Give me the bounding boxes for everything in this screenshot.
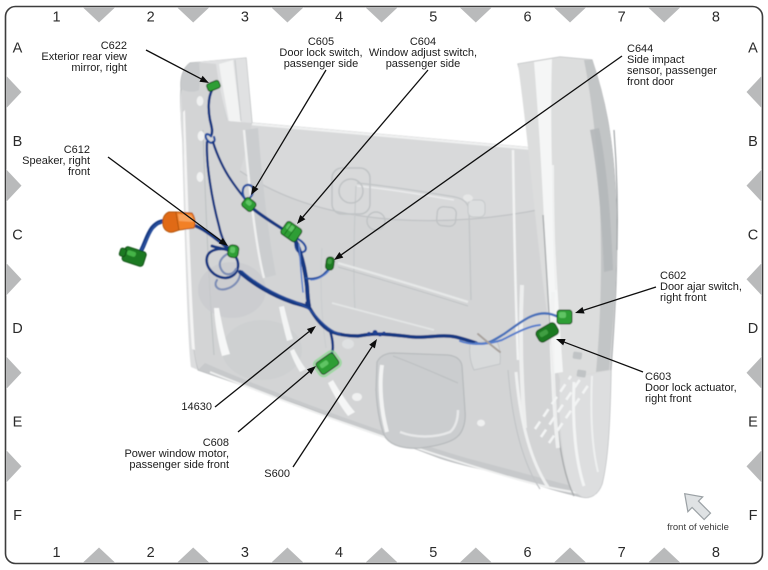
- svg-text:2: 2: [147, 545, 155, 561]
- svg-text:D: D: [748, 321, 758, 337]
- svg-text:A: A: [748, 41, 758, 57]
- svg-text:B: B: [13, 134, 23, 150]
- svg-text:5: 5: [429, 545, 437, 561]
- svg-text:4: 4: [335, 545, 343, 561]
- svg-text:D: D: [12, 321, 22, 337]
- svg-text:6: 6: [523, 545, 531, 561]
- svg-text:5: 5: [429, 10, 437, 26]
- svg-text:8: 8: [712, 545, 720, 561]
- svg-text:1: 1: [52, 10, 60, 26]
- svg-text:2: 2: [147, 10, 155, 26]
- svg-text:8: 8: [712, 10, 720, 26]
- svg-text:C: C: [12, 228, 22, 244]
- svg-text:front of vehicle: front of vehicle: [667, 522, 729, 533]
- svg-text:3: 3: [241, 545, 249, 561]
- svg-text:F: F: [13, 508, 22, 524]
- svg-text:7: 7: [618, 545, 626, 561]
- svg-text:A: A: [13, 41, 23, 57]
- svg-text:F: F: [749, 508, 758, 524]
- svg-text:7: 7: [618, 10, 626, 26]
- svg-text:3: 3: [241, 10, 249, 26]
- svg-text:S600: S600: [264, 468, 290, 480]
- svg-text:C: C: [748, 228, 758, 244]
- svg-text:B: B: [748, 134, 758, 150]
- svg-text:E: E: [13, 415, 23, 431]
- svg-text:14630: 14630: [181, 401, 212, 413]
- svg-text:E: E: [748, 415, 758, 431]
- svg-text:1: 1: [52, 545, 60, 561]
- svg-text:4: 4: [335, 10, 343, 26]
- svg-text:6: 6: [523, 10, 531, 26]
